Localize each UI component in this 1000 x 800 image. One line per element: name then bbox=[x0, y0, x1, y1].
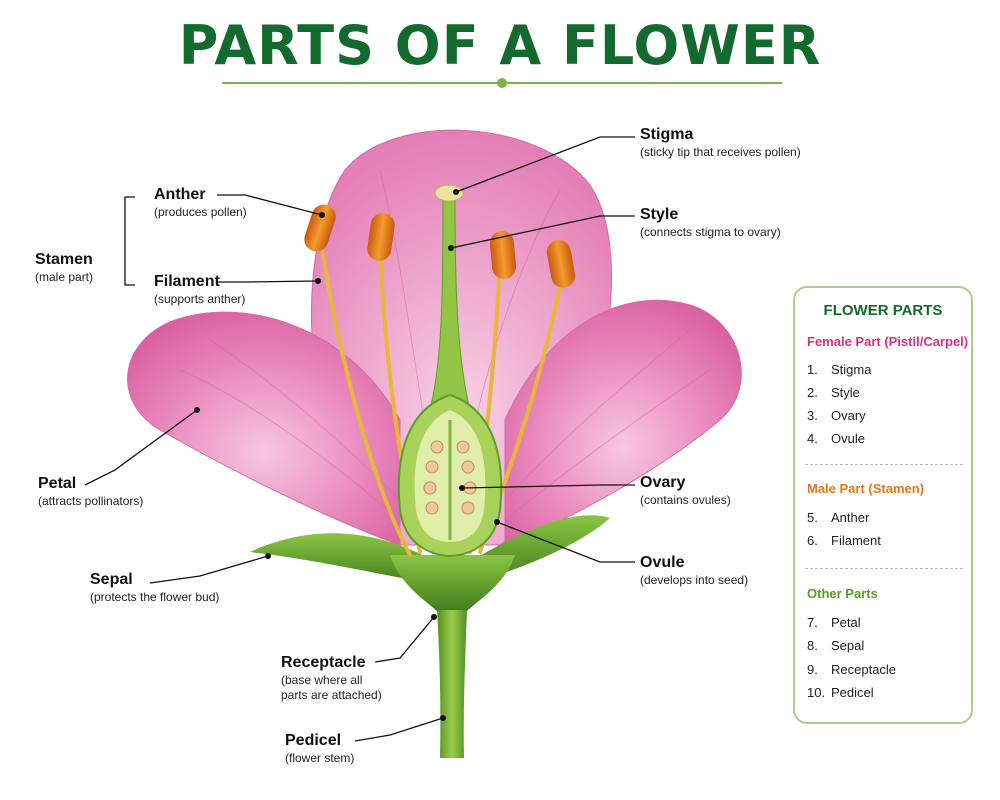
label-pedicel-desc: (flower stem) bbox=[285, 751, 355, 765]
receptacle bbox=[390, 555, 515, 612]
label-anther-desc: (produces pollen) bbox=[154, 205, 247, 219]
label-filament: Filament (supports anther) bbox=[154, 272, 245, 307]
page-title: PARTS OF A FLOWER bbox=[178, 14, 822, 77]
label-petal: Petal (attracts pollinators) bbox=[38, 474, 143, 509]
legend-other-heading: Other Parts bbox=[807, 586, 878, 601]
label-anther-name: Anther bbox=[154, 186, 206, 203]
label-sepal-desc: (protects the flower bud) bbox=[90, 590, 220, 604]
label-petal-name: Petal bbox=[38, 475, 77, 492]
flower-parts-legend: FLOWER PARTS Female Part (Pistil/Carpel)… bbox=[793, 286, 973, 724]
legend-item: 6.Filament bbox=[807, 533, 881, 548]
legend-item: 8.Sepal bbox=[807, 638, 865, 653]
legend-divider bbox=[805, 568, 963, 569]
legend-item: 9.Receptacle bbox=[807, 662, 897, 677]
title-underline-dot bbox=[497, 78, 507, 88]
legend-item: 1.Stigma bbox=[807, 362, 872, 377]
label-receptacle-name: Receptacle bbox=[281, 654, 366, 671]
label-petal-desc: (attracts pollinators) bbox=[38, 494, 144, 508]
label-filament-name: Filament bbox=[154, 273, 220, 290]
label-ovary: Ovary (contains ovules) bbox=[640, 473, 731, 508]
label-stigma-name: Stigma bbox=[640, 126, 694, 143]
legend-title: FLOWER PARTS bbox=[823, 302, 943, 319]
legend-female-heading: Female Part (Pistil/Carpel) bbox=[807, 334, 969, 349]
label-receptacle-desc1: (base where all bbox=[281, 673, 363, 687]
label-pedicel-name: Pedicel bbox=[285, 732, 342, 749]
label-receptacle: Receptacle (base where all parts are att… bbox=[281, 653, 382, 703]
label-stamen-desc: (male part) bbox=[35, 270, 94, 284]
label-ovule: Ovule (develops into seed) bbox=[640, 553, 748, 588]
label-stigma: Stigma (sticky tip that receives pollen) bbox=[640, 125, 801, 160]
label-pedicel: Pedicel (flower stem) bbox=[285, 731, 354, 766]
legend-male-heading: Male Part (Stamen) bbox=[807, 481, 925, 496]
label-style-desc: (connects stigma to ovary) bbox=[640, 225, 781, 239]
left-sepal bbox=[250, 533, 440, 585]
anthers bbox=[304, 204, 576, 288]
label-stigma-desc: (sticky tip that receives pollen) bbox=[640, 145, 801, 159]
legend-item: 10.Pedicel bbox=[807, 685, 874, 700]
leader-dots bbox=[194, 189, 500, 721]
label-stamen-name: Stamen bbox=[35, 251, 93, 268]
legend-item: 5.Anther bbox=[807, 510, 870, 525]
label-stamen: Stamen (male part) bbox=[35, 250, 93, 285]
label-sepal: Sepal (protects the flower bud) bbox=[90, 570, 219, 605]
label-sepal-name: Sepal bbox=[90, 571, 133, 588]
label-anther: Anther (produces pollen) bbox=[154, 185, 247, 220]
label-ovule-desc: (develops into seed) bbox=[640, 573, 749, 587]
label-style: Style (connects stigma to ovary) bbox=[640, 205, 781, 240]
label-style-name: Style bbox=[640, 206, 679, 223]
label-receptacle-desc2: parts are attached) bbox=[281, 688, 382, 702]
leader-lines bbox=[84, 136, 635, 742]
label-filament-desc: (supports anther) bbox=[154, 292, 246, 306]
legend-item: 2.Style bbox=[807, 385, 860, 400]
label-ovary-name: Ovary bbox=[640, 474, 686, 491]
left-petal bbox=[127, 311, 401, 546]
pedicel-stem bbox=[437, 610, 467, 758]
legend-item: 7.Petal bbox=[807, 615, 861, 630]
legend-item: 4.Ovule bbox=[807, 431, 865, 446]
label-ovary-desc: (contains ovules) bbox=[640, 493, 731, 507]
label-ovule-name: Ovule bbox=[640, 554, 685, 571]
right-petal bbox=[504, 299, 742, 546]
legend-item: 3.Ovary bbox=[807, 408, 866, 423]
legend-divider bbox=[805, 464, 963, 465]
